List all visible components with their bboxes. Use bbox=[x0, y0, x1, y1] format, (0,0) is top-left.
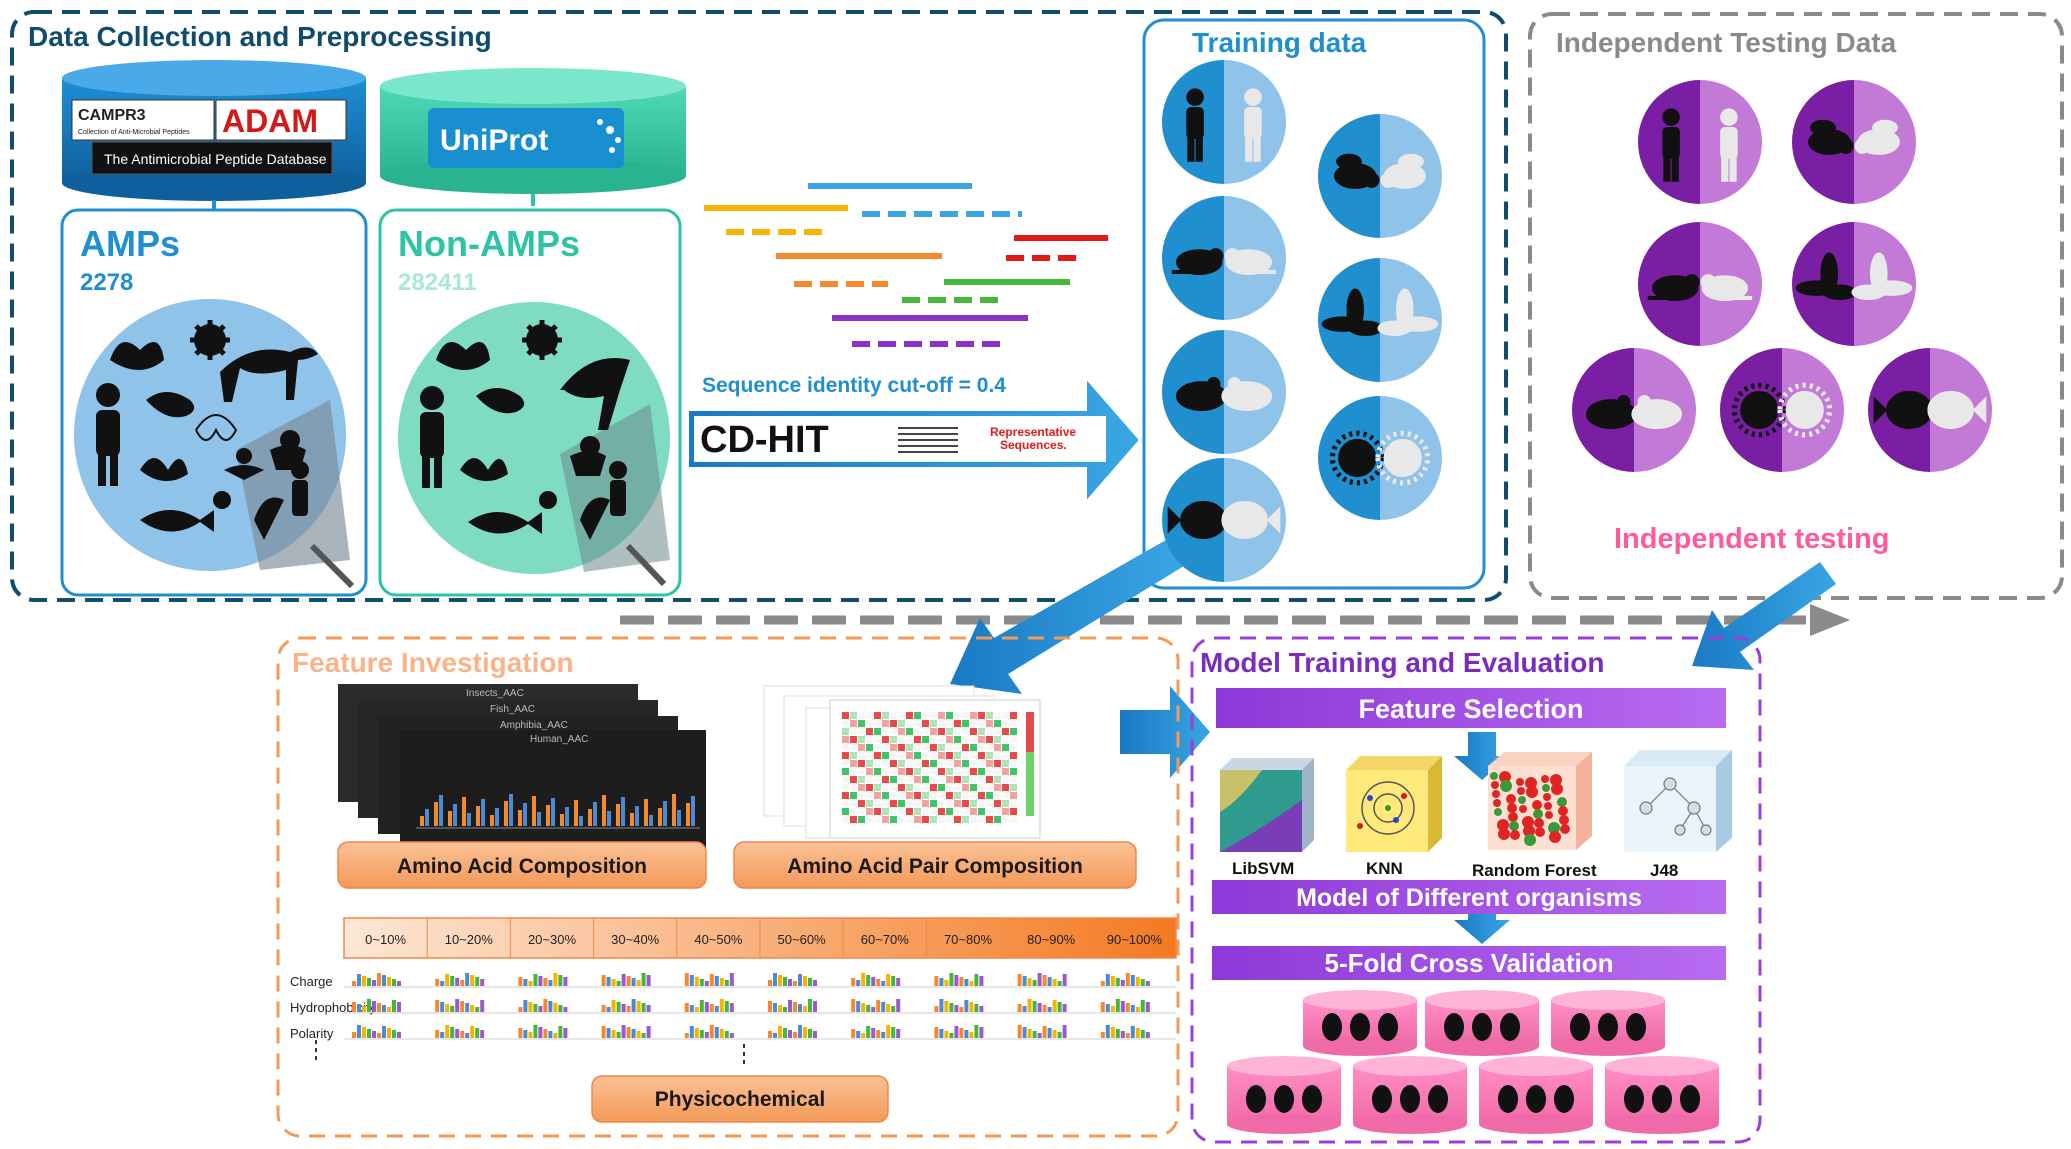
physicochemical-label: Physicochemical bbox=[655, 1088, 825, 1111]
apc-label: Amino Acid Pair Composition bbox=[787, 855, 1083, 878]
section-model-training: Model Training and Evaluation Feature Se… bbox=[1190, 636, 1762, 1144]
fold-cylinder-icon bbox=[1227, 1056, 1341, 1134]
independent-testing-label: Independent testing bbox=[1614, 523, 1890, 555]
cdhit-arrow: CD-HIT Representative Sequences. bbox=[687, 375, 1142, 505]
chart-title-human: Human_AAC bbox=[530, 734, 588, 745]
fold-cylinder-icon bbox=[1353, 1056, 1467, 1134]
classifier-random-forest: Random Forest bbox=[1472, 752, 1597, 880]
organism-half-circle-icon bbox=[1162, 458, 1286, 582]
organism-half-circle-icon bbox=[1792, 80, 1916, 204]
random-forest-label: Random Forest bbox=[1472, 861, 1597, 880]
independent-title: Independent Testing Data bbox=[1556, 27, 1897, 58]
classifier-j48: J48 bbox=[1624, 750, 1732, 880]
cdhit-label: CD-HIT bbox=[700, 419, 829, 461]
section-independent-testing: Independent Testing Data Independent tes… bbox=[1528, 12, 2064, 600]
aac-chart-stack: Insects_AAC Fish_AAC Amphibia_AAC Human_… bbox=[338, 684, 706, 848]
sequences-label: Sequences. bbox=[1000, 438, 1067, 452]
property-label: Charge bbox=[290, 974, 333, 989]
knn-label: KNN bbox=[1366, 859, 1403, 878]
classifier-libsvm: LibSVM bbox=[1220, 758, 1314, 878]
camp-subtitle: Collection of Anti-Microbial Peptides bbox=[78, 129, 190, 136]
libsvm-label: LibSVM bbox=[1232, 859, 1294, 878]
property-label: Polarity bbox=[290, 1026, 334, 1041]
different-organisms-label: Model of Different organisms bbox=[1296, 884, 1642, 912]
apc-heatmap-stack bbox=[763, 685, 1041, 839]
chart-title-fish: Fish_AAC bbox=[490, 704, 535, 715]
organism-half-circle-icon bbox=[1318, 396, 1442, 520]
fold-cylinders bbox=[1227, 990, 1719, 1134]
range-label: 20~30% bbox=[528, 932, 577, 947]
organism-half-circle-icon bbox=[1318, 114, 1442, 238]
fold-cylinder-icon bbox=[1605, 1056, 1719, 1134]
data-collection-frame bbox=[10, 10, 1508, 602]
representative-label: Representative bbox=[990, 425, 1076, 439]
model-title: Model Training and Evaluation bbox=[1200, 647, 1604, 678]
range-label: 0~10% bbox=[365, 932, 406, 947]
database-cylinder-uniprot: UniProt bbox=[380, 68, 686, 194]
camp-logo-text: CAMPR3 bbox=[78, 107, 146, 124]
organism-silhouettes-icon bbox=[96, 320, 318, 540]
apc-pill: Amino Acid Pair Composition bbox=[733, 841, 1137, 889]
range-label: 50~60% bbox=[778, 932, 827, 947]
non-amps-count: 282411 bbox=[398, 269, 477, 296]
non-amps-box: Non-AMPs 282411 bbox=[378, 208, 682, 597]
data-collection-title: Data Collection and Preprocessing bbox=[28, 21, 492, 52]
chart-title-amphibia: Amphibia_AAC bbox=[500, 720, 568, 731]
sequence-lines-illustration bbox=[704, 183, 1108, 347]
feature-title: Feature Investigation bbox=[292, 647, 574, 678]
fold-cylinder-icon bbox=[1551, 990, 1665, 1056]
organism-half-circle-icon bbox=[1162, 196, 1286, 320]
section-data-collection: Data Collection and Preprocessing CAMPR3… bbox=[10, 10, 1508, 602]
organism-half-circle-icon bbox=[1638, 222, 1762, 346]
organism-half-circle-icon bbox=[1638, 80, 1762, 204]
aac-label: Amino Acid Composition bbox=[397, 855, 647, 878]
cross-validation-label: 5-Fold Cross Validation bbox=[1325, 948, 1614, 978]
fold-cylinder-icon bbox=[1303, 990, 1417, 1056]
range-label: 60~70% bbox=[861, 932, 910, 947]
organism-half-circle-icon bbox=[1868, 348, 1992, 472]
amps-count: 2278 bbox=[80, 269, 133, 296]
organism-half-circle-icon bbox=[1162, 60, 1286, 184]
non-amps-label: Non-AMPs bbox=[398, 223, 580, 264]
database-cylinder-amps: CAMPR3 Collection of Anti-Microbial Pept… bbox=[62, 60, 366, 201]
organism-half-circles bbox=[1162, 60, 1992, 582]
feature-selection-bar: Feature Selection bbox=[1216, 688, 1726, 728]
fold-cylinder-icon bbox=[1425, 990, 1539, 1056]
range-label: 10~20% bbox=[445, 932, 494, 947]
apd-logo-text: The Antimicrobial Peptide Database bbox=[104, 151, 327, 167]
j48-label: J48 bbox=[1650, 861, 1678, 880]
range-label: 90~100% bbox=[1107, 932, 1163, 947]
cdhit-cutoff-label: Sequence identity cut-off = 0.4 bbox=[702, 374, 1006, 397]
physicochemical-range-bar: 0~10% 10~20% 20~30% 30~40% 40~50% 50~60% 60~70… bbox=[343, 917, 1177, 959]
range-label: 30~40% bbox=[611, 932, 660, 947]
range-label: 70~80% bbox=[944, 932, 993, 947]
cross-validation-bar: 5-Fold Cross Validation bbox=[1212, 946, 1726, 980]
classifier-knn: KNN bbox=[1346, 756, 1442, 878]
training-data-title: Training data bbox=[1192, 27, 1367, 58]
connector-arrows bbox=[950, 540, 1836, 944]
fold-cylinder-icon bbox=[1479, 1056, 1593, 1134]
organism-half-circle-icon bbox=[1572, 348, 1696, 472]
section-feature-investigation: Feature Investigation Insects_AAC Fish_A… bbox=[276, 636, 1180, 1138]
organism-half-circle-icon bbox=[1792, 222, 1916, 346]
physicochemical-pill: Physicochemical bbox=[591, 1075, 889, 1123]
organism-half-circle-icon bbox=[1162, 330, 1286, 454]
amps-box: AMPs 2278 bbox=[60, 208, 368, 597]
organism-half-circle-icon bbox=[1720, 348, 1844, 472]
different-organisms-bar: Model of Different organisms bbox=[1212, 880, 1726, 914]
range-label: 40~50% bbox=[694, 932, 743, 947]
adam-logo-text: ADAM bbox=[222, 103, 318, 139]
amps-label: AMPs bbox=[80, 223, 180, 264]
aac-pill: Amino Acid Composition bbox=[337, 841, 707, 889]
training-data-box: Training data bbox=[1142, 18, 1486, 590]
feature-selection-label: Feature Selection bbox=[1358, 694, 1583, 724]
non-amps-silhouettes-icon bbox=[420, 320, 630, 540]
chart-title-insects: Insects_AAC bbox=[466, 688, 524, 699]
range-label: 80~90% bbox=[1027, 932, 1076, 947]
organism-half-circle-icon bbox=[1318, 258, 1442, 382]
uniprot-logo-text: UniProt bbox=[440, 124, 548, 157]
